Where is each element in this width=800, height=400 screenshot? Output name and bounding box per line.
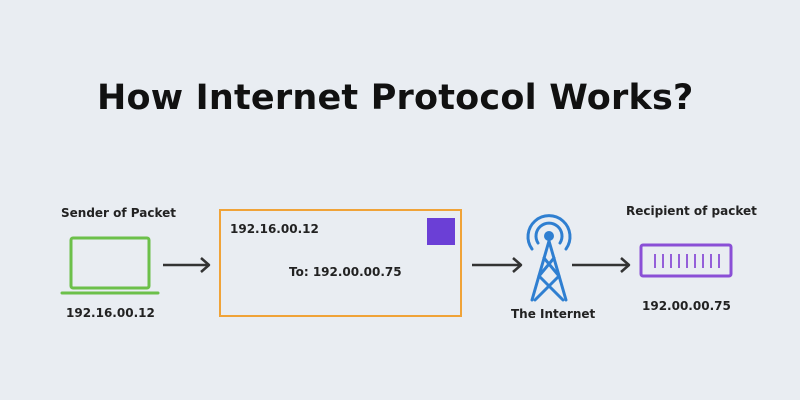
sender-ip: 192.16.00.12 bbox=[66, 306, 155, 320]
stamp-icon bbox=[427, 218, 455, 245]
internet-label: The Internet bbox=[511, 307, 596, 321]
arrow-right-icon bbox=[572, 257, 631, 273]
arrow-right-icon bbox=[472, 257, 523, 273]
server-icon bbox=[639, 243, 733, 278]
packet-to-address: To: 192.00.00.75 bbox=[289, 265, 402, 279]
diagram-title: How Internet Protocol Works? bbox=[97, 78, 694, 118]
sender-label: Sender of Packet bbox=[61, 206, 177, 220]
recipient-label: Recipient of packet bbox=[626, 204, 757, 218]
envelope-icon bbox=[219, 209, 462, 317]
recipient-ip: 192.00.00.75 bbox=[642, 299, 731, 313]
arrow-right-icon bbox=[163, 257, 211, 273]
radio-tower-icon bbox=[526, 214, 572, 302]
laptop-icon bbox=[60, 236, 160, 295]
packet-from-ip: 192.16.00.12 bbox=[230, 222, 319, 236]
